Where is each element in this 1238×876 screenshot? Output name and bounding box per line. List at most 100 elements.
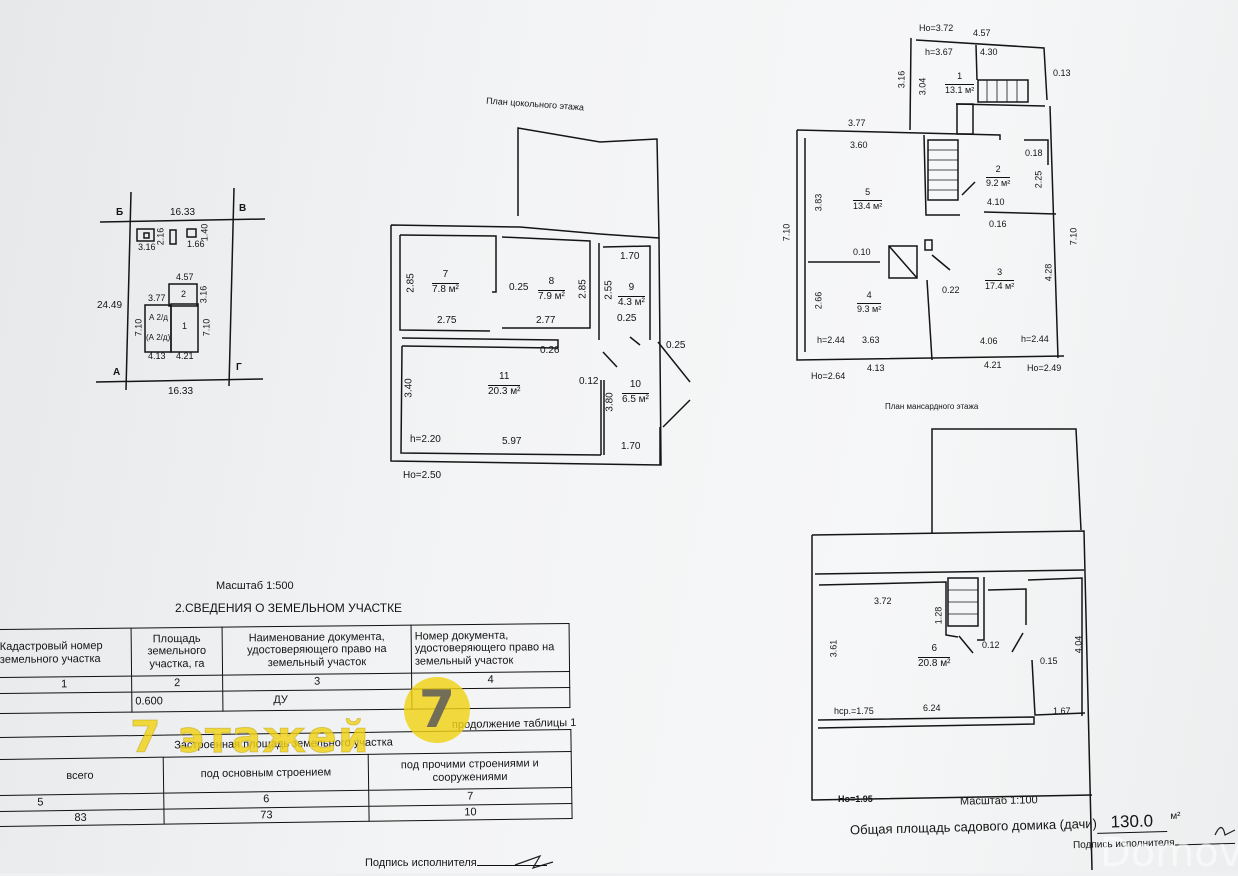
r2-height: 2.25 xyxy=(1033,170,1044,189)
r8-width: 2.77 xyxy=(536,315,556,326)
r3-width: 4.06 xyxy=(980,336,998,346)
ground-ho-right: Hо=2.49 xyxy=(1027,363,1062,373)
site-bottom-width: 16.33 xyxy=(168,386,194,397)
top-inner: 4.30 xyxy=(980,47,998,57)
room-2: 2 9.2 м² xyxy=(986,164,1011,188)
bottom-413: 4.13 xyxy=(867,363,885,373)
wall-013: 0.13 xyxy=(1053,68,1071,78)
ground-h-top: h=3.67 xyxy=(925,47,953,57)
right-710: 7.10 xyxy=(1068,227,1079,246)
basement-h: h=2.20 xyxy=(410,434,441,445)
room-area: 6.5 м² xyxy=(622,393,649,405)
attic-hcp: hср.=1.75 xyxy=(834,706,874,716)
secondary-watermark: Domovita xyxy=(1100,830,1238,876)
r11-width: 5.97 xyxy=(502,436,522,447)
room-7: 7 7.8 м² xyxy=(432,270,459,295)
room-9: 9 4.3 м² xyxy=(618,283,645,308)
r10-wall: 0.25 xyxy=(666,340,686,351)
r11-wall: 0.26 xyxy=(540,345,560,356)
top-outer: 4.57 xyxy=(973,28,991,38)
block2-width: 4.57 xyxy=(176,272,194,282)
r10-height: 3.80 xyxy=(604,392,616,412)
logo-glyph: 7 xyxy=(418,680,456,740)
site-top-width: 16.33 xyxy=(170,207,196,218)
attic-stair-height: 1.28 xyxy=(933,606,944,625)
room-area: 7.9 м² xyxy=(538,290,565,302)
r5-inner: 3.60 xyxy=(850,140,868,150)
room-area: 20.3 м² xyxy=(488,385,521,397)
basement-ho: Hо=2.50 xyxy=(403,470,442,481)
left-316: 3.16 xyxy=(896,70,907,89)
attic-plan-title: План мансардного этажа xyxy=(885,402,979,411)
room-number: 7 xyxy=(442,269,449,280)
room-5: 5 13.4 м² xyxy=(853,187,883,211)
ground-ho-left: Hо=2.64 xyxy=(811,371,846,381)
th-doc-name: Наименование документа, удостоверяющего … xyxy=(222,625,412,676)
built-area-other: 10 xyxy=(368,803,573,822)
room-number: 8 xyxy=(548,276,555,287)
cadastral-number xyxy=(0,691,132,714)
r9-width: 1.70 xyxy=(620,251,640,262)
total-area-unit: м² xyxy=(1170,810,1181,822)
r7-height: 2.85 xyxy=(405,273,417,293)
bottom-421: 4.21 xyxy=(984,360,1002,370)
attic-top-width: 3.72 xyxy=(874,596,892,606)
shed5-width: 1.66 xyxy=(187,239,205,249)
block1-bottom: 4.21 xyxy=(176,351,194,361)
r5-height: 3.83 xyxy=(813,193,824,212)
col-number: 2 xyxy=(131,675,223,692)
corner-label-v: В xyxy=(239,203,247,214)
room-number: 9 xyxy=(628,282,635,293)
room-8: 8 7.9 м² xyxy=(538,277,565,302)
r2-wall: 0.18 xyxy=(1025,148,1043,158)
room-area: 7.8 м² xyxy=(432,283,459,295)
r4-wall: 0.10 xyxy=(853,247,871,257)
left-304: 3.04 xyxy=(917,77,928,96)
room-6: 6 20.8 м² xyxy=(918,644,951,669)
attic-right-wall: 0.15 xyxy=(1040,656,1058,666)
room-area: 9.2 м² xyxy=(986,177,1011,188)
col-number: 1 xyxy=(0,676,132,694)
total-area-label: Общая площадь садового домика (дачи) xyxy=(849,815,1098,838)
r7-width: 2.75 xyxy=(437,315,457,326)
room-11: 11 20.3 м² xyxy=(488,371,521,397)
attic-stair-wall: 0.12 xyxy=(982,640,1000,650)
blockA-top: 3.77 xyxy=(148,293,166,303)
room-4: 4 9.3 м² xyxy=(857,290,882,314)
signature-label: Подпись исполнителя xyxy=(365,857,477,869)
r4-height: 2.66 xyxy=(813,291,824,310)
room-10: 10 6.5 м² xyxy=(622,380,649,405)
room-number: 5 xyxy=(865,187,871,197)
room-number: 3 xyxy=(997,267,1003,277)
attic-right-width: 1.67 xyxy=(1053,706,1071,716)
r5-outer: 3.77 xyxy=(848,118,866,128)
r9-wall: 0.25 xyxy=(617,313,637,324)
room-number: 11 xyxy=(499,371,510,382)
corner-label-g: Г xyxy=(236,362,242,373)
th-other-buildings: под прочими строениями и сооружениями xyxy=(368,751,572,791)
left-710: 7.10 xyxy=(781,223,792,242)
attic-left-height: 3.61 xyxy=(828,639,839,658)
room-number: 2 xyxy=(995,164,1001,174)
attic-right-height: 4.04 xyxy=(1073,635,1084,654)
land-area: 0.600 xyxy=(131,690,223,712)
site-left-length: 24.49 xyxy=(97,300,123,311)
wall-thickness: 0.25 xyxy=(509,282,529,293)
section-title: 2.СВЕДЕНИЯ О ЗЕМЕЛЬНОМ УЧАСТКЕ xyxy=(175,601,403,615)
shed3-width: 3.16 xyxy=(138,242,156,252)
r9-height: 2.55 xyxy=(603,280,615,300)
blockA-bottom: 4.13 xyxy=(148,351,166,361)
ground-h-right: h=2.44 xyxy=(1021,334,1049,344)
ground-ho-top: Hо=3.72 xyxy=(919,23,954,33)
room-number: 10 xyxy=(629,379,641,390)
r4-width: 3.63 xyxy=(862,335,880,345)
room-number: 4 xyxy=(866,290,872,300)
room-area: 20.8 м² xyxy=(918,657,951,669)
scale-1-500: Масштаб 1:500 xyxy=(216,580,294,592)
shed5-height: 1.40 xyxy=(199,223,210,242)
block2-height: 3.16 xyxy=(198,285,209,304)
block1-right: 7.10 xyxy=(201,318,212,337)
th-cadastral: Кадастровый номер земельного участка xyxy=(0,628,132,678)
th-area: Площадь земельного участка, га xyxy=(131,627,223,677)
